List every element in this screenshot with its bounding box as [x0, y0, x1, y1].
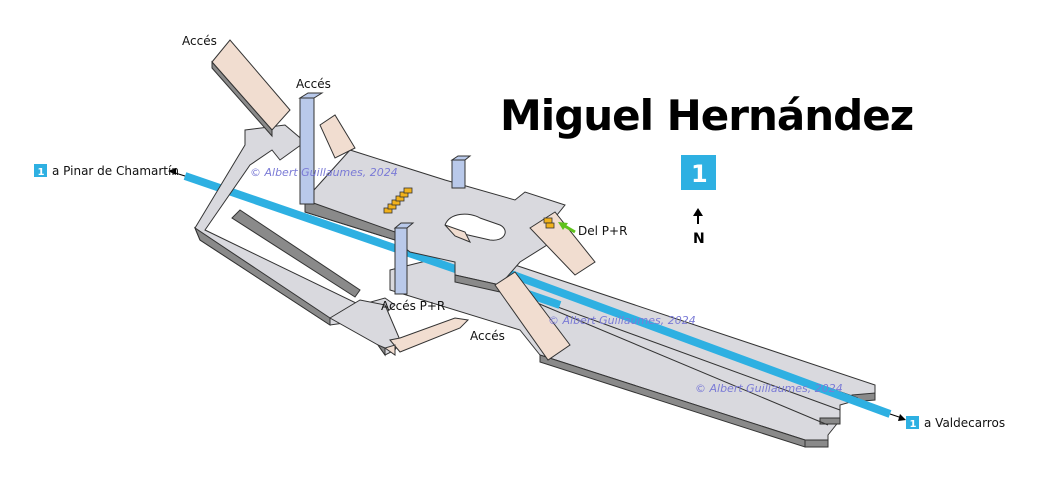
fare-gates	[383, 187, 555, 229]
north-arrow-icon	[693, 208, 703, 224]
del-pr-arrow	[558, 222, 576, 234]
line-badge-small-west-number: 1	[38, 167, 45, 178]
east-arrow-head	[898, 414, 906, 421]
line-badge-small-east-number: 1	[910, 419, 917, 430]
stairs-northwest-side	[211, 60, 273, 138]
elevator-north-icon	[299, 97, 315, 205]
elevators	[298, 92, 472, 295]
platform-prong-edge-1	[804, 439, 829, 448]
elevator-center-top	[450, 155, 472, 161]
line-badge-number: 1	[691, 160, 708, 188]
line-badge-small-east	[906, 416, 919, 429]
elevator-center-icon	[451, 159, 466, 189]
line-badge-small-west	[34, 164, 47, 177]
station-title: Miguel Hernández	[500, 91, 913, 140]
stairs-northwest	[211, 39, 291, 131]
gate-icon	[545, 222, 555, 229]
elevator-north-top	[298, 92, 324, 99]
opening-stair	[444, 224, 472, 243]
mezzanine-opening	[444, 213, 506, 241]
label-acces-pr: Accés P+R	[381, 299, 445, 313]
corridor-inner-edge	[231, 209, 361, 298]
lower-platform-front-edge	[539, 354, 806, 448]
south-corridor-edge	[376, 343, 386, 357]
stairs-north	[319, 114, 356, 159]
stairs-south-side	[383, 344, 396, 356]
gate-icon	[403, 187, 413, 194]
watermark-2: © Albert Guillaumes, 2024	[548, 314, 696, 327]
direction-west-label: a Pinar de Chamartín	[52, 164, 179, 178]
mezzanine-level	[193, 39, 596, 361]
line-1-east-section	[498, 266, 892, 418]
label-acces-top-mid: Accés	[296, 77, 331, 91]
elevator-pr-icon	[394, 227, 408, 295]
north-label: N	[693, 231, 705, 247]
direction-east-label: a Valdecarros	[924, 416, 1005, 430]
stairs-south	[389, 317, 470, 353]
west-corridor-edge	[193, 226, 331, 326]
gate-icon	[543, 217, 553, 224]
track-line-3	[529, 299, 829, 426]
watermark-3: © Albert Guillaumes, 2024	[695, 382, 843, 395]
label-acces-bottom: Accés	[470, 329, 505, 343]
line-badge	[681, 155, 716, 190]
stairs-to-platform	[494, 271, 571, 361]
west-arrow-head	[168, 168, 176, 175]
elevator-pr-top	[393, 222, 415, 229]
label-acces-top-left: Accés	[182, 34, 217, 48]
label-del-pr: Del P+R	[578, 224, 627, 238]
watermark-1: © Albert Guillaumes, 2024	[250, 166, 398, 179]
